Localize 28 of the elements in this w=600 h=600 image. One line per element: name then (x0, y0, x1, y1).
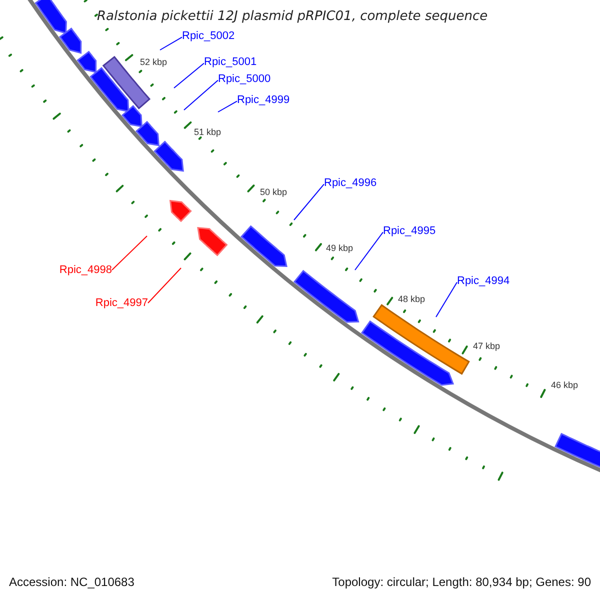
scale-label: 50 kbp (260, 187, 288, 197)
gene-label: Rpic_4996 (324, 177, 377, 189)
gene-label: Rpic_4997 (95, 297, 148, 309)
scale-label: 46 kbp (551, 380, 578, 390)
scale-label: 48 kbp (398, 294, 426, 304)
footer-text: Topology: circular; Length: 80,934 bp; Genes: 90 (332, 575, 591, 589)
gene-label: Rpic_4995 (383, 225, 436, 237)
leader-line (174, 62, 204, 88)
leader-line (160, 36, 182, 50)
leader-line (148, 268, 182, 304)
leader-line (218, 100, 238, 112)
gene-label: Rpic_4998 (59, 264, 112, 276)
leader-line (112, 236, 148, 270)
scale-label: 52 kbp (140, 57, 168, 67)
gene-label: Rpic_4994 (457, 275, 510, 287)
scale-label: 47 kbp (473, 341, 500, 351)
gene-label: Rpic_4999 (237, 94, 290, 106)
leader-line (436, 282, 458, 318)
footer-text: Accession: NC_010683 (9, 575, 134, 589)
gene-label: Rpic_5002 (182, 30, 235, 42)
gene-label: Rpic_5000 (218, 73, 271, 85)
leader-line (354, 232, 384, 270)
scale-label: 51 kbp (194, 127, 222, 137)
leader-line (184, 80, 218, 110)
title: Ralstonia pickettii 12J plasmid pRPIC01, complete sequence (97, 9, 488, 24)
leader-line (294, 184, 324, 220)
scale-label: 49 kbp (326, 243, 354, 253)
gene-label: Rpic_5001 (204, 56, 257, 68)
